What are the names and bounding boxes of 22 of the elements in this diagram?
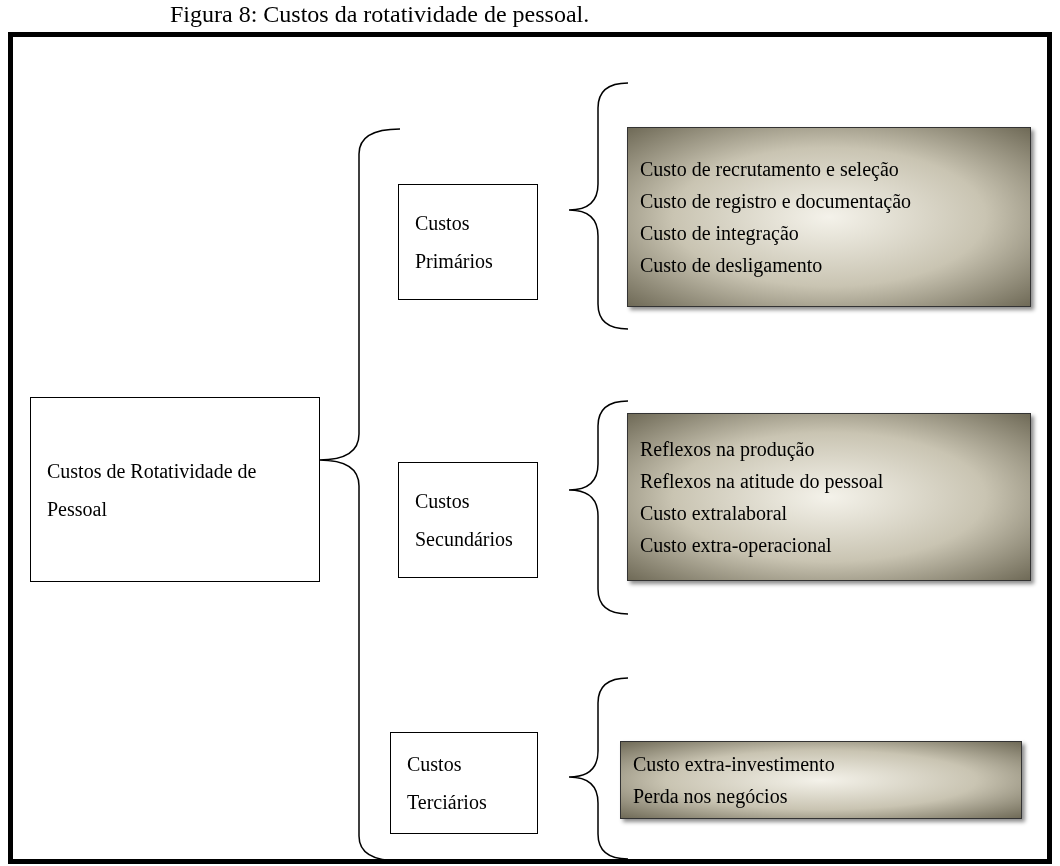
category-box xyxy=(398,184,538,300)
list-item: Custo de integração xyxy=(640,221,800,247)
box-label: Custos Secundários xyxy=(415,489,514,552)
list-item: Custo extra-operacional xyxy=(640,533,833,559)
list-item: Reflexos na produção xyxy=(640,437,816,463)
list-item: Custo extra-investimento xyxy=(633,752,836,777)
box-label: Custos de Rotatividade de Pessoal xyxy=(47,458,258,522)
box-label: Custos Terciários xyxy=(407,752,488,815)
list-item: Reflexos na atitude do pessoal xyxy=(640,469,885,495)
category-box xyxy=(30,397,320,582)
list-item: Perda nos negócios xyxy=(633,784,789,810)
title: Figura 8: Custos da rotatividade de pessoal. xyxy=(170,0,590,28)
list-item: Custo de recrutamento e seleção xyxy=(640,157,900,183)
list-item: Custo extralaboral xyxy=(640,501,789,526)
box-label: Custos Primários xyxy=(415,211,494,274)
category-box xyxy=(390,732,538,834)
list-box xyxy=(627,413,1031,581)
list-item: Custo de registro e documentação xyxy=(640,189,913,215)
category-box xyxy=(398,462,538,578)
list-item: Custo de desligamento xyxy=(640,253,824,279)
list-box xyxy=(620,741,1022,819)
list-box xyxy=(627,127,1031,307)
